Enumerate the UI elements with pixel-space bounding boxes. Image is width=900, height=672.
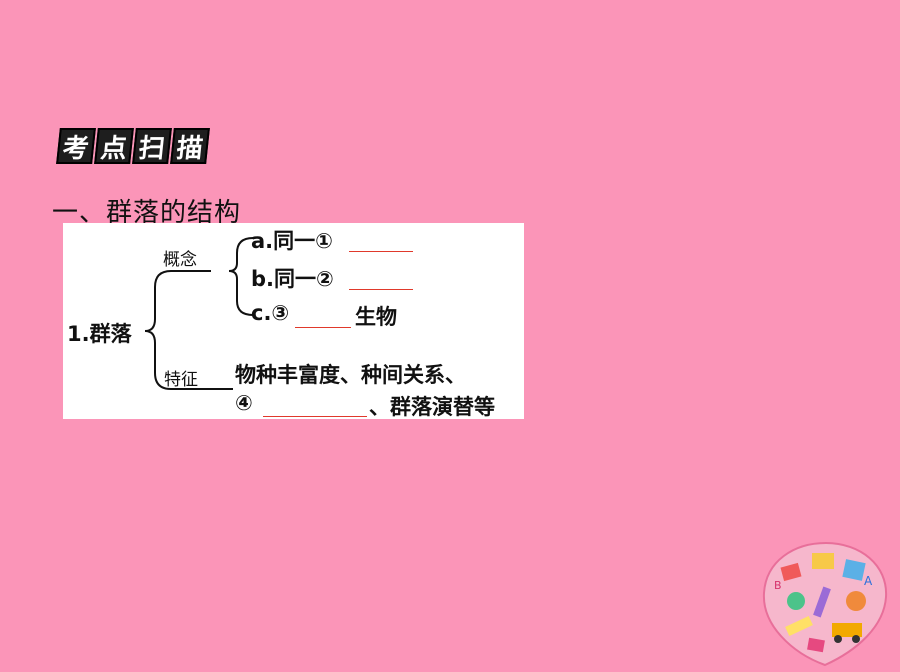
diagram-braces [144,237,254,390]
blank-4 [263,416,367,417]
school-supplies-balloon-icon: A B [762,541,888,667]
feature-line-2-prefix: ④ [235,391,253,415]
concept-brace [228,237,254,316]
concept-label: 概念 [163,250,197,270]
badge-char: 考 [56,128,96,164]
feature-line-1: 物种丰富度、种间关系、 [235,363,466,387]
svg-text:B: B [774,579,782,592]
topic-scan-badge: 考 点 扫 描 [56,128,210,164]
item-c-prefix: c.③ [251,301,290,325]
badge-char: 扫 [132,128,172,164]
badge-char: 点 [94,128,134,164]
item-b: b.同一② [251,267,334,291]
feature-line-2-suffix: 、群落演替等 [369,395,495,419]
item-c-suffix: 生物 [355,305,397,329]
feature-label: 特征 [164,370,198,390]
badge-char: 描 [170,128,210,164]
item-a: a.同一① [251,229,333,253]
blank-2 [349,289,413,290]
svg-text:A: A [864,574,873,588]
blank-1 [349,251,413,252]
main-brace [144,270,172,390]
community-structure-diagram: 1.群落 概念 特征 a.同一① b.同一② c.③ 生物 物种丰富度、种间关系… [63,223,524,419]
root-label: 1.群落 [67,322,132,346]
blank-3 [295,327,351,328]
